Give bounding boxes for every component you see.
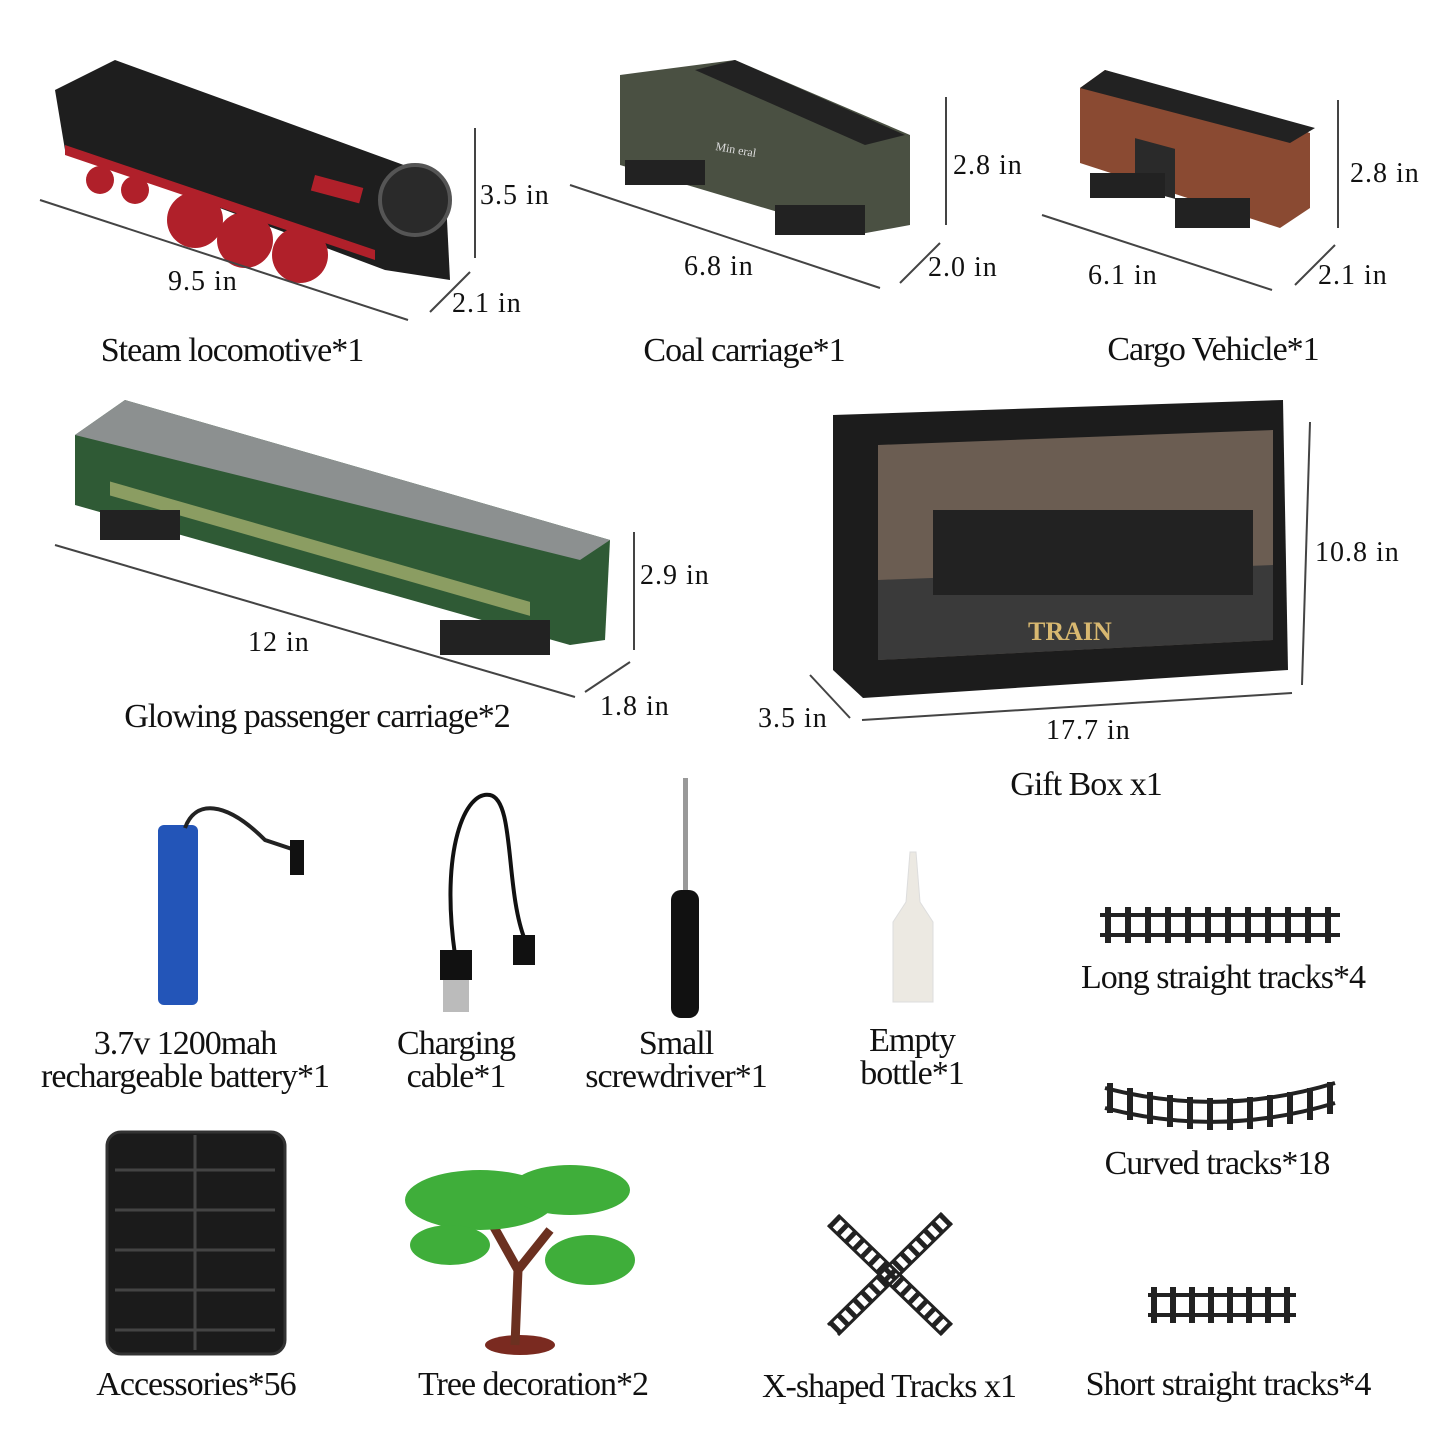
item-label: Gift Box x1	[1010, 766, 1162, 803]
battery-image	[158, 806, 304, 1005]
item-label: Accessories*56	[96, 1366, 296, 1403]
steam-locomotive-image	[55, 60, 452, 283]
long-straight-tracks-image	[1100, 907, 1340, 943]
cargo-vehicle-image	[1080, 70, 1315, 228]
short-straight-tracks-image	[1148, 1287, 1296, 1323]
item-label: Glowing passenger carriage*2	[124, 698, 511, 735]
item-label: X-shaped Tracks x1	[762, 1368, 1017, 1405]
width-dimension: 2.1 in	[452, 288, 522, 319]
item-label: Curved tracks*18	[1104, 1145, 1331, 1182]
height-dimension: 2.8 in	[953, 150, 1023, 181]
height-dimension: 3.5 in	[480, 180, 550, 211]
coal-carriage-image: Min eral	[620, 60, 910, 235]
item-label: Coal carriage*1	[643, 332, 845, 369]
passenger-carriage-image	[75, 400, 610, 655]
x-shaped-tracks-image	[826, 1211, 954, 1337]
height-dimension: 10.8 in	[1315, 537, 1400, 568]
tree-decoration-image	[405, 1165, 635, 1355]
width-dimension: 2.0 in	[928, 252, 998, 283]
charging-cable-image	[440, 792, 535, 1012]
height-dimension: 2.9 in	[640, 560, 710, 591]
item-label: Cargo Vehicle*1	[1107, 331, 1319, 368]
accessories-image	[105, 1130, 287, 1356]
length-dimension: 6.8 in	[684, 251, 754, 282]
curved-tracks-image	[1104, 1081, 1336, 1130]
width-dimension: 1.8 in	[600, 691, 670, 722]
width-dimension: 2.1 in	[1318, 260, 1388, 291]
svg-text:TRAIN: TRAIN	[1028, 617, 1112, 646]
item-label: Steam locomotive*1	[100, 332, 364, 369]
empty-bottle-image	[892, 851, 934, 1003]
item-label: Short straight tracks*4	[1085, 1366, 1372, 1403]
length-dimension: 6.1 in	[1088, 260, 1158, 291]
item-label: Long straight tracks*4	[1081, 959, 1366, 996]
length-dimension: 17.7 in	[1046, 715, 1131, 746]
height-dimension: 2.8 in	[1350, 158, 1420, 189]
length-dimension: 12 in	[248, 627, 310, 658]
length-dimension: 9.5 in	[168, 266, 238, 297]
depth-dimension: 3.5 in	[758, 703, 828, 734]
screwdriver-image	[671, 778, 699, 1018]
gift-box-image: TRAIN	[833, 400, 1288, 698]
item-label: Tree decoration*2	[417, 1366, 649, 1403]
